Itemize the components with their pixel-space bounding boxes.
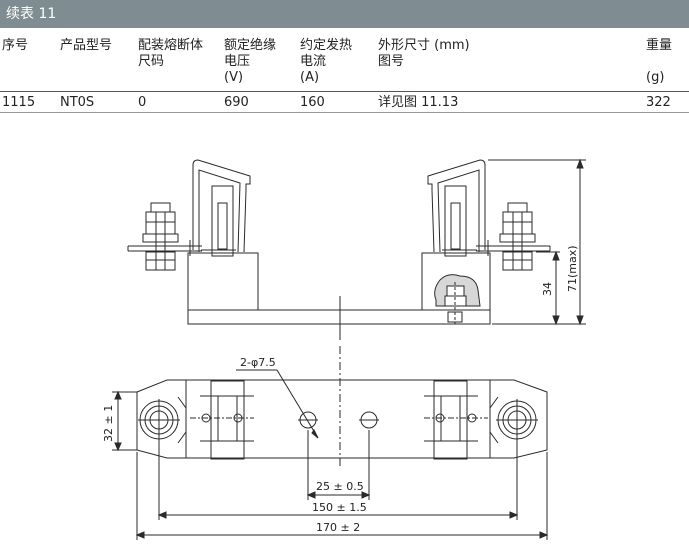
- leader-hole: [236, 369, 319, 439]
- header-col-3: 配装熔断体 尺码: [138, 38, 204, 69]
- top-right-end: [424, 380, 488, 460]
- label-32: 32 ± 1: [102, 405, 115, 442]
- side-right-clip: [427, 159, 489, 257]
- dim-line-34: [536, 250, 560, 326]
- dim-line-25: [306, 430, 371, 500]
- cell-model: NT0S: [60, 95, 95, 110]
- row-divider: [0, 112, 689, 113]
- cell-current: 160: [300, 95, 325, 110]
- top-left-end: [190, 380, 254, 460]
- cell-size: 0: [138, 95, 147, 110]
- label-34: 34: [541, 282, 554, 296]
- banner-title: 续表 11: [6, 6, 57, 22]
- top-right-terminal: [489, 396, 538, 444]
- label-150: 150 ± 1.5: [312, 501, 367, 514]
- cell-id: 1115: [2, 95, 36, 110]
- side-left-terminal: [127, 202, 202, 271]
- label-170: 170 ± 2: [316, 521, 360, 534]
- side-right-terminal: [476, 202, 551, 271]
- dim-line-170: [135, 452, 549, 540]
- side-cutaway-section: [434, 274, 481, 324]
- side-left-clip: [189, 159, 251, 257]
- label-71max: 71(max): [566, 245, 579, 292]
- dim-line-32: [112, 390, 137, 452]
- side-base-plate: [187, 309, 491, 325]
- label-hole: 2-φ7.5: [240, 356, 276, 369]
- top-mounting-holes: [298, 346, 379, 466]
- table-banner: 续表 11: [0, 0, 689, 28]
- header-col-5: 约定发热 电流 (A): [300, 38, 353, 85]
- dim-line-150: [157, 440, 519, 520]
- cell-figure: 详见图 11.13: [378, 95, 459, 110]
- header-col-4: 额定绝缘 电压 (V): [224, 38, 277, 85]
- top-outline: [136, 379, 548, 459]
- header-col-2: 产品型号: [60, 38, 113, 53]
- header-col-1: 序号: [2, 38, 29, 53]
- label-25: 25 ± 0.5: [316, 480, 364, 493]
- header-col-6: 外形尺寸 (mm) 图号: [378, 38, 470, 69]
- top-base-plate: [185, 379, 491, 459]
- header-col-7: 重量 (g): [646, 38, 673, 85]
- cell-voltage: 690: [224, 95, 249, 110]
- top-left-terminal: [138, 396, 187, 444]
- header-divider: [0, 91, 689, 92]
- dim-line-71max: [488, 158, 586, 326]
- cell-weight: 322: [646, 95, 671, 110]
- side-left-block: [187, 252, 259, 311]
